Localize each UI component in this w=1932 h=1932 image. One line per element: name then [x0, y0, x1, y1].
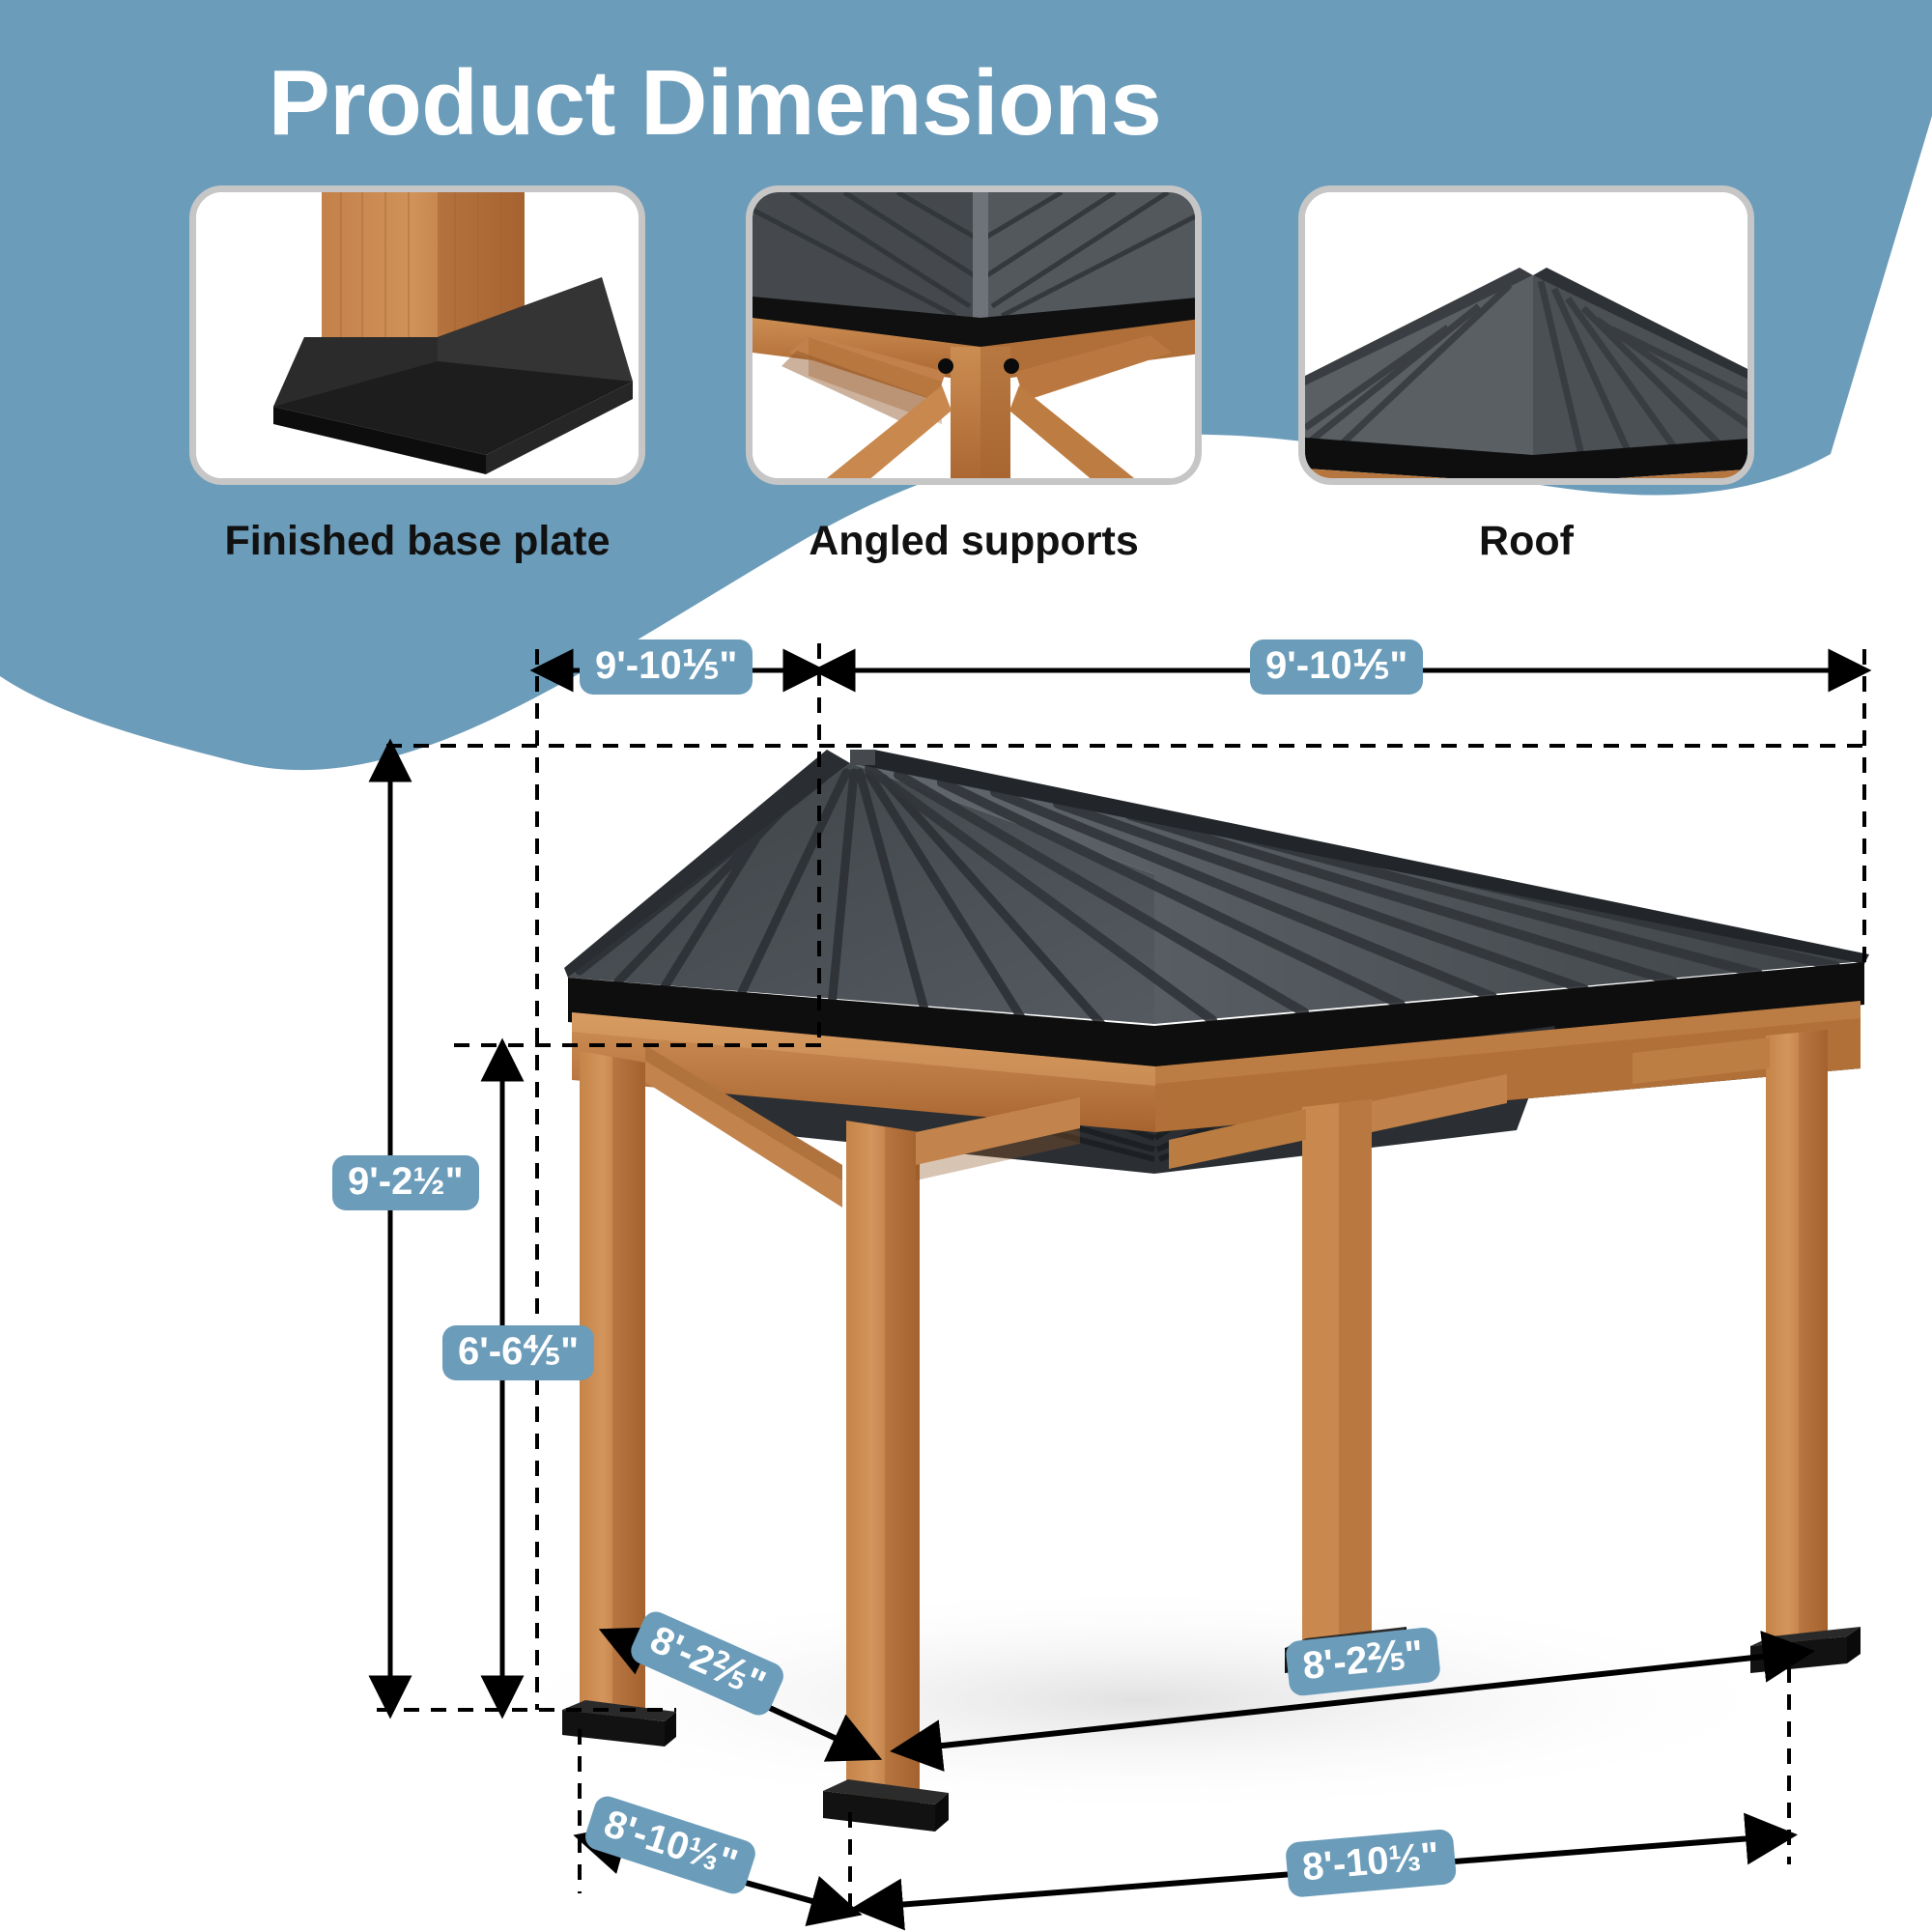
dimension-badge-roof-width-right: 9'-10⅕": [1250, 639, 1424, 695]
dimension-badge-roof-width-left: 9'-10⅕": [580, 639, 753, 695]
roof-photo-icon: [1305, 192, 1747, 478]
base-plate-photo-icon: [196, 192, 639, 478]
page-title: Product Dimensions: [268, 51, 1162, 155]
dimension-badge-post-height: 6'-6⅘": [442, 1325, 595, 1380]
feature-thumbnail-base-plate[interactable]: [189, 185, 645, 485]
dimension-badge-overall-height: 9'-2½": [332, 1155, 479, 1210]
feature-thumbnail-roof[interactable]: [1298, 185, 1754, 485]
feature-label-angled-supports: Angled supports: [809, 518, 1139, 564]
angled-supports-photo-icon: [753, 192, 1195, 478]
feature-thumbnail-angled-supports[interactable]: [746, 185, 1202, 485]
feature-label-base-plate: Finished base plate: [224, 518, 611, 564]
feature-label-roof: Roof: [1479, 518, 1574, 564]
